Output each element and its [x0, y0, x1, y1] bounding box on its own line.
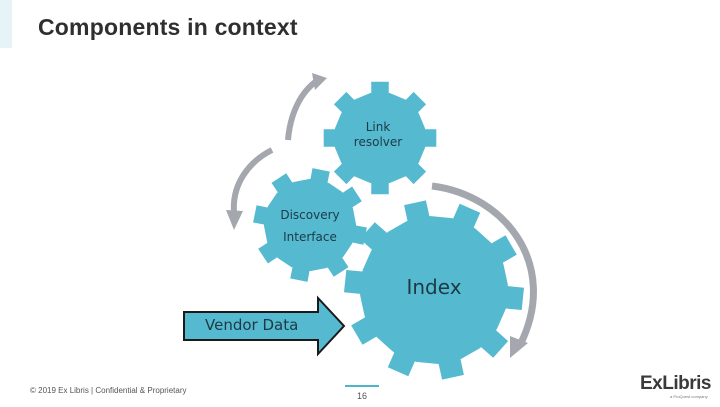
cycle-arrow-top	[285, 77, 320, 141]
discovery-line-2: Interface	[283, 230, 337, 244]
cycle-arrows	[226, 73, 537, 358]
logo-tagline: a ProQuest company	[670, 394, 708, 399]
gears	[253, 81, 524, 380]
slide-title: Components in context	[38, 14, 298, 40]
link-resolver-line-1: Link	[365, 120, 391, 134]
page-number: 16	[345, 385, 379, 407]
gear-label-link-resolver: Link resolver	[345, 120, 411, 150]
cycle-arrow-left-head	[226, 210, 243, 230]
index-line-1: Index	[406, 275, 462, 299]
gear-link-resolver	[323, 81, 437, 195]
gear-discovery	[253, 168, 367, 282]
cycle-arrow-right-head	[510, 336, 528, 358]
link-resolver-line-2: resolver	[353, 135, 403, 149]
vendor-data-label: Vendor Data	[205, 316, 299, 334]
logo-wordmark: ExLibris	[640, 373, 711, 394]
title-accent-bar	[0, 0, 12, 48]
footer-copyright: © 2019 Ex Libris | Confidential & Propri…	[30, 386, 187, 395]
cycle-arrow-left	[230, 147, 274, 213]
cycle-arrow-top-head	[312, 73, 327, 90]
cycle-arrow-right	[431, 182, 537, 347]
exlibris-logo: ExLibris a ProQuest company	[640, 373, 712, 401]
vendor-data-arrow	[183, 295, 346, 357]
discovery-line-1: Discovery	[280, 208, 340, 222]
gear-label-index: Index	[394, 275, 474, 300]
gear-index	[344, 200, 524, 380]
gear-label-discovery: Discovery Interface	[272, 204, 348, 248]
